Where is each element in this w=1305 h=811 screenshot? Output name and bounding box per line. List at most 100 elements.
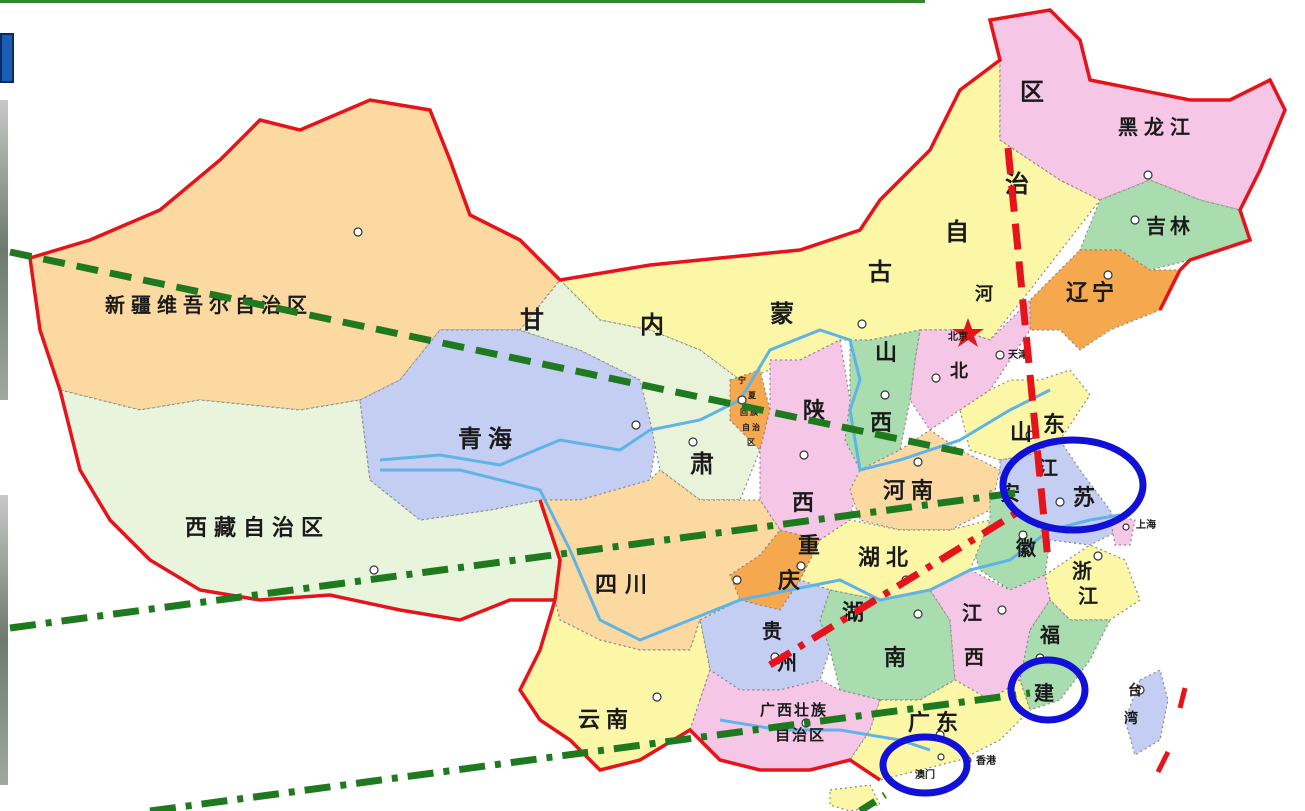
label-gansu-2: 肃 [690,450,714,478]
green-dashdot-line-middle [9,489,1016,632]
region-fills [29,9,1286,811]
city-marker [997,605,1007,615]
green-dash-tail [858,792,887,811]
label-neimenggu-2: 蒙 [770,300,794,328]
highlight-circle-fujian [1007,656,1089,724]
yangtze-river [380,468,1121,642]
edge-photo-strip [0,100,8,400]
city-marker [995,350,1005,360]
annotation-lines [9,147,1188,811]
label-qinghai: 青海 [458,425,518,453]
label-shandong-2: 东 [1043,412,1065,438]
label-ningxia-7: 区 [747,438,755,447]
highlight-circle-aomen [879,733,971,797]
region-gansu [518,279,761,501]
label-taiwan-2: 湾 [1124,710,1138,727]
city-marker [796,561,806,571]
green-dashdot-line-south [149,689,1031,811]
label-anhui-2: 徽 [1015,536,1037,560]
label-guizhou-1: 贵 [762,619,782,643]
label-neimenggu-3: 古 [868,258,892,286]
label-ningxia-2: 夏 [747,391,757,400]
label-hebei-1: 河 [975,284,993,305]
slide-top-bar [0,0,925,3]
city-marker [913,609,923,619]
city-marker [1122,523,1130,531]
label-gansu-1: 甘 [520,306,544,334]
label-hunan-2: 南 [884,646,906,671]
edge-photo-strip [0,495,8,785]
label-beijing: 北京 [948,330,968,343]
city-marker [369,565,379,575]
city-marker [1093,551,1103,561]
region-qinghai [359,329,661,521]
label-xizang: 西藏自治区 [185,515,330,541]
label-jilin: 吉林 [1146,214,1194,238]
city-marker [931,373,941,383]
city-marker [353,227,363,237]
label-yunnan: 云南 [578,708,634,733]
label-heilongjiang: 黑龙江 [1118,115,1196,139]
label-ningxia-6: 治 [752,422,760,432]
region-hunan [819,589,956,701]
region-labels: 新疆维吾尔自治区 西藏自治区 青海 甘 肃 内 蒙 古 自 治 区 黑龙江 吉林… [105,78,1196,781]
slide-tab-marker [0,33,14,83]
rivers [379,328,1121,752]
region-neimenggu [558,58,1101,381]
label-aomen: 澳门 [915,768,935,781]
label-ningxia-1: 宁 [738,375,746,385]
region-guangdong [849,679,1031,781]
label-taiwan-1: 台 [1128,682,1142,699]
label-neimenggu-5: 治 [1005,170,1029,198]
pearl-river [719,718,931,752]
label-fujian-1: 福 [1039,623,1060,647]
region-liaoning [1029,249,1181,351]
region-taiwan [1124,669,1169,756]
label-liaoning: 辽宁 [1066,280,1118,306]
label-xianggang: 香港 [976,754,997,767]
label-guangdong: 广东 [908,710,964,736]
city-marker [857,319,867,329]
region-zhejiang [1044,544,1141,621]
label-sichuan: 四川 [595,573,655,598]
label-guangxi-1: 广西壮族 [760,701,828,719]
label-shandong-1: 山 [1010,421,1032,446]
city-marker [1055,497,1065,507]
label-shanxi-2: 西 [870,411,892,436]
city-marker [1018,530,1028,540]
label-ningxia-3: 回 [740,408,748,417]
region-heilongjiang [989,9,1286,211]
label-zhejiang-1: 浙 [1072,559,1092,583]
city-marker [880,390,890,400]
label-hebei-2: 北 [950,361,968,382]
label-shanxi-1: 山 [875,341,897,366]
label-fujian-2: 建 [1034,681,1054,705]
red-dashed-line-vertical [1004,147,1052,561]
label-shanghai: 上海 [1136,518,1156,531]
label-henan: 河南 [883,479,939,504]
red-dash-taiwan-1 [1177,687,1188,709]
label-neimenggu-1: 内 [640,311,664,339]
label-hubei: 湖北 [858,546,914,571]
label-zhejiang-2: 江 [1078,584,1098,608]
label-jiangsu-2: 苏 [1073,485,1095,511]
label-chongqing-2: 庆 [778,568,800,594]
label-neimenggu-4: 自 [945,218,969,246]
city-marker [1130,215,1140,225]
region-hubei [799,519,991,601]
city-marker [737,395,747,405]
label-ningxia-5: 自 [742,422,750,432]
city-marker [799,450,809,460]
city-marker [631,420,641,430]
label-tianjin: 天津 [1008,348,1028,361]
label-jiangxi-1: 江 [962,601,982,625]
yellow-river [379,328,1051,472]
label-xinjiang: 新疆维吾尔自治区 [105,293,313,317]
green-dashed-line-north [9,248,976,459]
label-chongqing-1: 重 [798,534,820,559]
national-border [28,8,1287,782]
city-marker [1103,270,1113,280]
label-shaanxi-1: 陕 [803,399,825,424]
